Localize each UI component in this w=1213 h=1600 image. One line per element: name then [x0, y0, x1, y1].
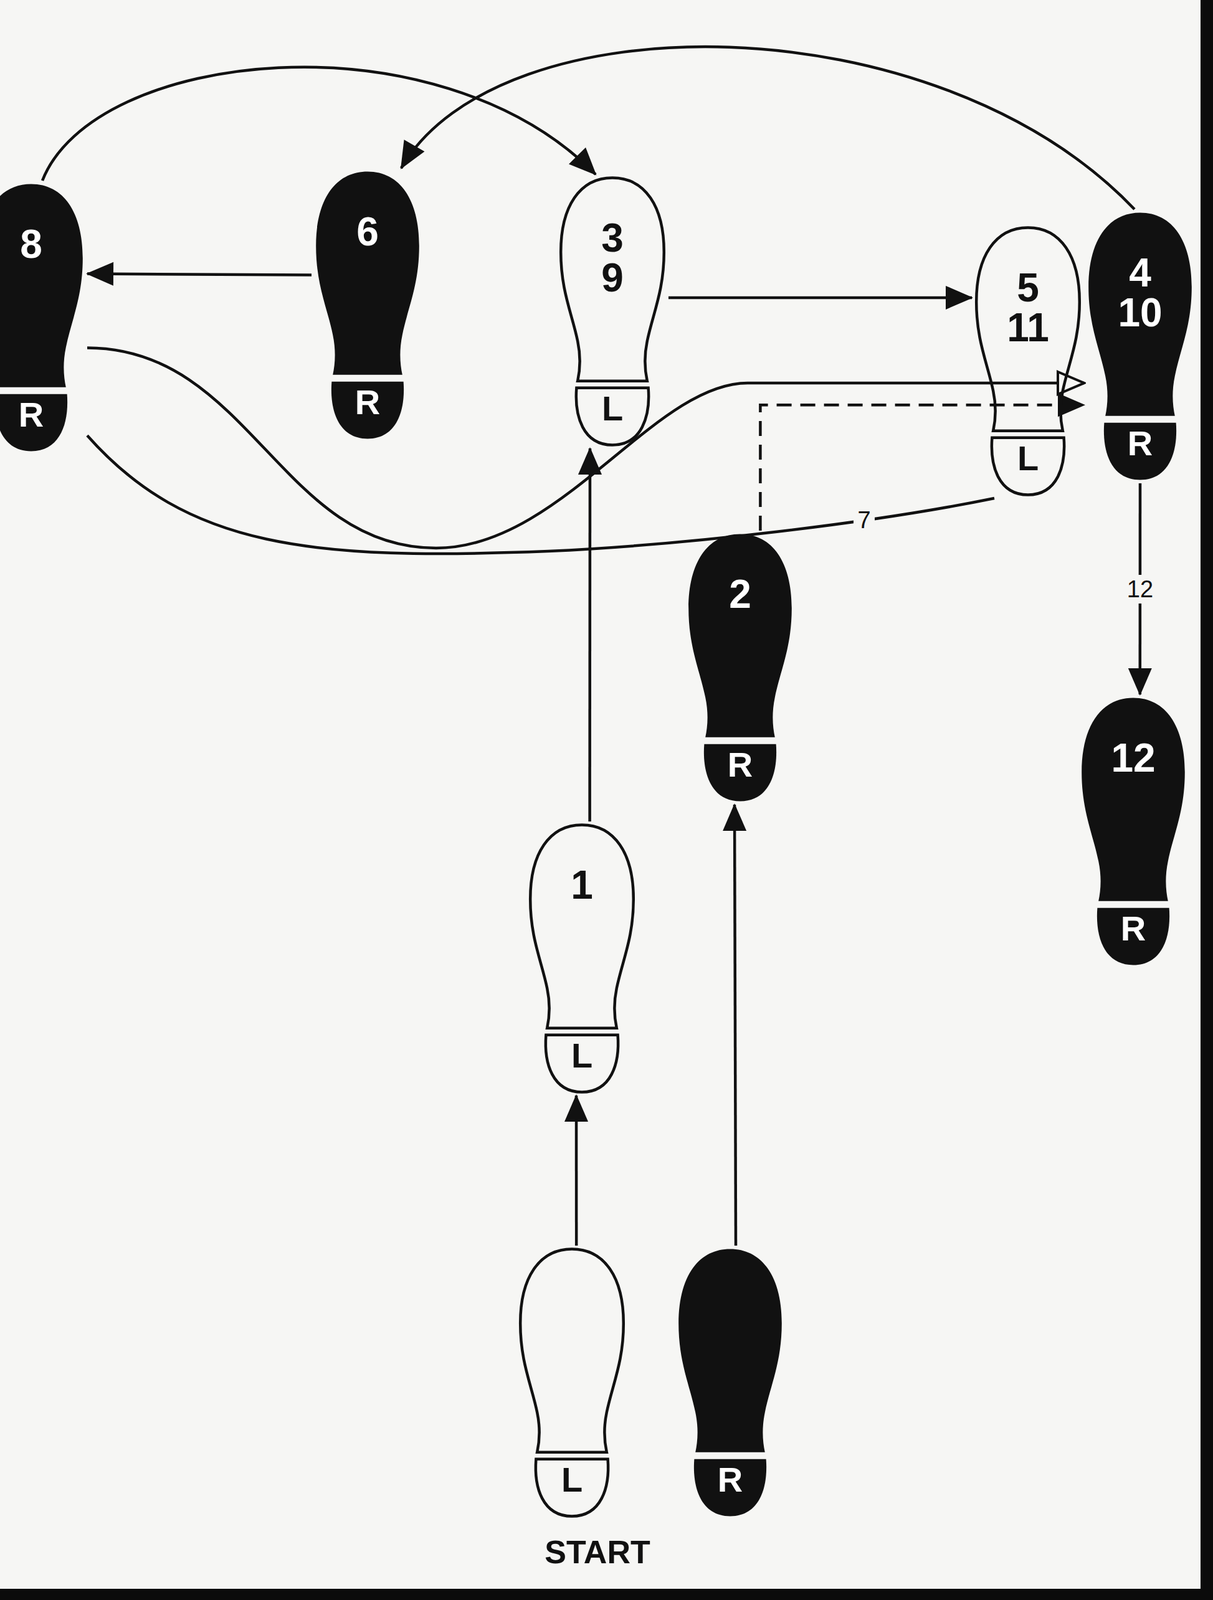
frame-strip — [0, 1589, 1213, 1600]
shoe-sole — [688, 534, 792, 738]
foot-letter: R — [727, 747, 753, 783]
shoe-heel — [0, 394, 68, 452]
step-arrow — [42, 67, 596, 181]
heel-letter-box: L — [515, 1462, 628, 1498]
footprint: 1L — [525, 821, 638, 1096]
heel-letter-box: R — [311, 385, 424, 420]
step-number: 8 — [19, 224, 43, 265]
step-number: 9 — [601, 257, 624, 298]
step-number: 11 — [1006, 307, 1050, 348]
shoe-heel — [1097, 908, 1170, 966]
foot-letter: L — [1017, 441, 1039, 476]
footprint: 410R — [1084, 209, 1197, 484]
step-number-stack: 1 — [525, 865, 638, 906]
step-label-patch: 12 — [1123, 575, 1157, 604]
heel-letter-box: L — [525, 1038, 638, 1074]
foot-letter: R — [355, 385, 381, 420]
start-label: START — [544, 1536, 650, 1569]
shoe-sole — [0, 184, 83, 388]
shoe-sole — [678, 1249, 782, 1453]
shoe-heel — [576, 388, 649, 446]
step-number: 5 — [1016, 267, 1040, 308]
step-label: 7 — [857, 508, 871, 533]
footprint: 511L — [971, 224, 1085, 499]
heel-letter-box: R — [0, 397, 88, 433]
step-number-stack: 6 — [311, 211, 424, 252]
shoe-sole — [1081, 698, 1185, 902]
step-number: 1 — [570, 865, 594, 906]
step-number-stack: 511 — [971, 267, 1085, 348]
step-arrow — [575, 1095, 579, 1247]
frame-strip — [1200, 0, 1213, 1600]
step-number-stack: 8 — [0, 224, 88, 265]
step-number-stack: 410 — [1084, 252, 1197, 333]
shoe-sole — [530, 825, 634, 1029]
foot-letter: R — [18, 397, 44, 433]
step-number: 3 — [601, 218, 624, 258]
step-number-stack: 12 — [1077, 738, 1190, 779]
heel-letter-box: L — [971, 441, 1085, 476]
foot-letter: R — [1120, 911, 1146, 947]
shoe-heel — [991, 437, 1065, 496]
step-arrow — [87, 274, 312, 276]
heel-letter-box: L — [556, 391, 669, 427]
foot-letter: R — [1127, 426, 1153, 462]
foot-letter: L — [571, 1038, 593, 1074]
shoe-heel — [331, 381, 404, 440]
step-number-stack: 39 — [556, 218, 669, 298]
footprint: R — [674, 1246, 787, 1521]
shoe-sole — [560, 178, 665, 382]
step-number: 6 — [356, 211, 379, 252]
heel-letter-box: R — [1077, 911, 1190, 947]
footprint: 6R — [311, 168, 424, 443]
heel-letter-box: R — [1084, 426, 1197, 462]
footprint: 12R — [1077, 694, 1190, 969]
step-arrow — [734, 804, 736, 1247]
foot-letter: L — [561, 1462, 583, 1498]
heel-letter-box: R — [674, 1462, 787, 1498]
shoe-heel — [545, 1035, 619, 1093]
foot-letter: L — [601, 391, 624, 427]
footprint: 8R — [0, 180, 88, 455]
shoe-heel — [1103, 423, 1177, 481]
step-arrow — [588, 448, 592, 822]
shoe-sole — [1088, 213, 1192, 417]
shoe-heel — [535, 1459, 609, 1518]
footprint: 2R — [684, 530, 797, 805]
step-label-patch: 7 — [853, 505, 875, 535]
heel-letter-box: R — [684, 747, 797, 783]
shoe-sole — [315, 171, 420, 376]
shoe-sole — [976, 228, 1080, 432]
start-label-box: START — [544, 1536, 650, 1569]
step-number: 10 — [1117, 292, 1162, 333]
step-arrow — [668, 296, 972, 300]
step-number: 2 — [728, 574, 752, 615]
shoe-sole — [520, 1249, 624, 1453]
foot-letter: R — [717, 1462, 743, 1498]
step-number: 12 — [1110, 738, 1156, 779]
footprint: L — [515, 1246, 628, 1521]
step-arrow — [87, 435, 995, 554]
shoe-heel — [694, 1459, 767, 1518]
step-arrow — [87, 347, 1085, 549]
step-arrow — [401, 46, 1135, 210]
step-number-stack: 2 — [684, 574, 797, 615]
shoe-heel — [704, 744, 777, 802]
step-number: 4 — [1128, 252, 1152, 293]
step-label: 12 — [1127, 577, 1154, 602]
footprint: 39L — [556, 174, 669, 449]
